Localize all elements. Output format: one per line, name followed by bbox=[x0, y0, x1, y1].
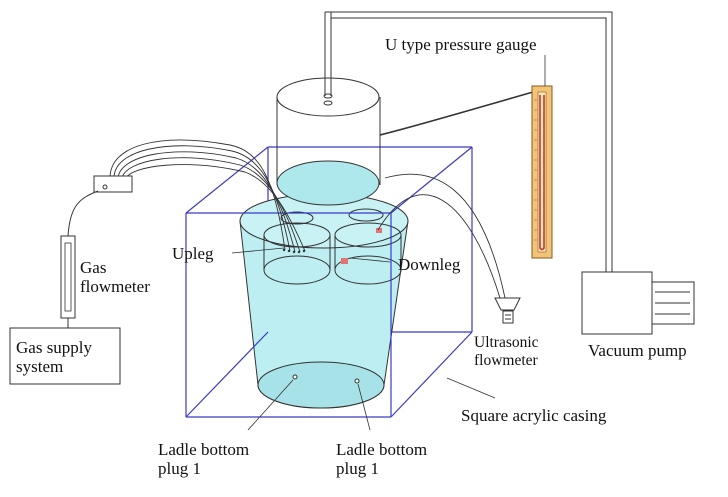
gas-supply-tubes bbox=[109, 139, 306, 253]
bottom-plug-left-point bbox=[292, 374, 298, 380]
gas-flowmeter-body bbox=[60, 235, 76, 319]
gas-distributor-valve bbox=[102, 184, 108, 190]
ultrasonic-sensor-cable bbox=[377, 194, 501, 299]
ultrasonic-sensor-cable-2 bbox=[384, 173, 506, 299]
upleg-snorkel bbox=[263, 211, 331, 285]
vacuum-chamber bbox=[276, 12, 381, 206]
chamber-to-gauge-line bbox=[379, 89, 541, 136]
u-type-pressure-gauge bbox=[531, 85, 553, 259]
ladle-vessel bbox=[239, 193, 409, 409]
ultrasonic-flowmeter-icon bbox=[494, 297, 521, 324]
label-acrylic-casing: Square acrylic casing bbox=[461, 406, 607, 425]
label-downleg: Downleg bbox=[398, 255, 461, 274]
label-vacuum-pump: Vacuum pump bbox=[588, 341, 687, 360]
bottom-plug-right-point bbox=[354, 378, 360, 384]
label-upleg: Upleg bbox=[172, 244, 214, 263]
downleg-sensor-marker-upper bbox=[376, 228, 382, 233]
downleg-sensor-marker bbox=[341, 258, 348, 264]
gas-flowmeter-tube bbox=[64, 242, 72, 312]
gas-supply-box bbox=[9, 327, 121, 385]
label-pressure-gauge: U type pressure gauge bbox=[385, 35, 537, 54]
leader-lines bbox=[231, 247, 496, 431]
gas-distributor-box bbox=[93, 175, 133, 193]
label-gas-supply: Gas supply system bbox=[16, 338, 93, 376]
vacuum-pump-icon bbox=[581, 271, 695, 335]
downleg-snorkel bbox=[334, 208, 402, 285]
gas-line-to-flowmeter bbox=[67, 190, 99, 237]
label-ultrasonic-flowmeter: Ultrasonic flowmeter bbox=[474, 334, 539, 369]
label-gas-flowmeter: Gas flowmeter bbox=[80, 258, 150, 296]
label-bottom-plug-right: Ladle bottom plug 1 bbox=[336, 440, 428, 478]
label-bottom-plug-left: Ladle bottom plug 1 bbox=[158, 440, 250, 478]
acrylic-casing-front bbox=[185, 146, 473, 418]
